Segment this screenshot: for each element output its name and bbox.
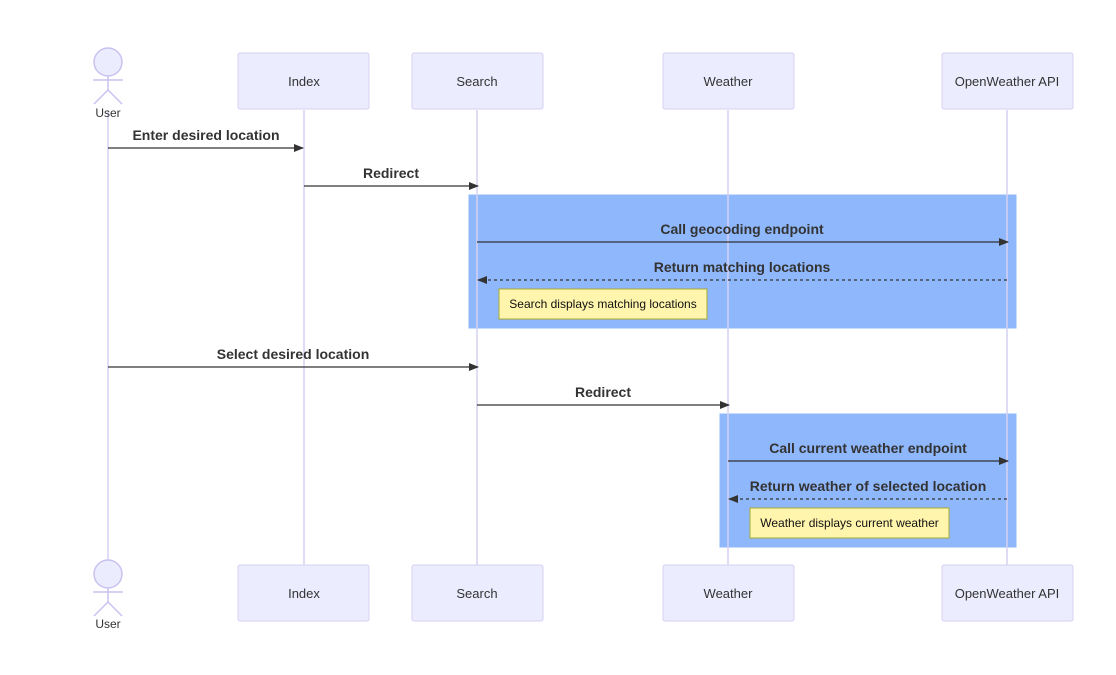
message-label: Return matching locations [654, 259, 831, 275]
actor-label-bottom: User [95, 617, 120, 631]
message-call-geocoding: Call geocoding endpoint [477, 221, 1009, 246]
message-redirect-search: Redirect [304, 165, 479, 190]
participant-api-label-bottom: OpenWeather API [955, 586, 1060, 601]
message-redirect-weather: Redirect [477, 384, 730, 409]
participant-api-top: OpenWeather API [941, 52, 1074, 110]
participant-search-bottom: Search [411, 564, 544, 622]
message-return-locations: Return matching locations [477, 259, 1007, 284]
participant-api-bottom: OpenWeather API [941, 564, 1074, 622]
participant-index-top: Index [237, 52, 370, 110]
message-label: Call current weather endpoint [769, 440, 967, 456]
actor-user-bottom: User [93, 559, 123, 631]
actor-label-top: User [95, 106, 120, 120]
participant-search-top: Search [411, 52, 544, 110]
message-call-weather: Call current weather endpoint [728, 440, 1009, 465]
message-enter-location: Enter desired location [108, 127, 304, 152]
note-search: Search displays matching locations [498, 288, 708, 320]
actor-head-icon [93, 47, 123, 77]
message-label: Enter desired location [132, 127, 279, 143]
participant-weather-label-bottom: Weather [704, 586, 754, 601]
note-weather-label: Weather displays current weather [760, 516, 939, 530]
participant-index-label-top: Index [288, 74, 320, 89]
participant-search-label-top: Search [456, 74, 497, 89]
message-label: Redirect [575, 384, 631, 400]
actor-head-icon [93, 559, 123, 589]
message-select-location: Select desired location [108, 346, 479, 371]
actor-user-top: User [93, 47, 123, 120]
message-label: Select desired location [217, 346, 370, 362]
participant-index-bottom: Index [237, 564, 370, 622]
message-label: Redirect [363, 165, 419, 181]
participant-weather-top: Weather [662, 52, 795, 110]
message-label: Call geocoding endpoint [660, 221, 824, 237]
participant-weather-label-top: Weather [704, 74, 754, 89]
participant-api-label-top: OpenWeather API [955, 74, 1060, 89]
participant-weather-bottom: Weather [662, 564, 795, 622]
note-search-label: Search displays matching locations [509, 297, 696, 311]
message-label: Return weather of selected location [750, 478, 987, 494]
participant-search-label-bottom: Search [456, 586, 497, 601]
message-return-weather: Return weather of selected location [728, 478, 1007, 503]
note-weather: Weather displays current weather [749, 507, 950, 539]
participant-index-label-bottom: Index [288, 586, 320, 601]
